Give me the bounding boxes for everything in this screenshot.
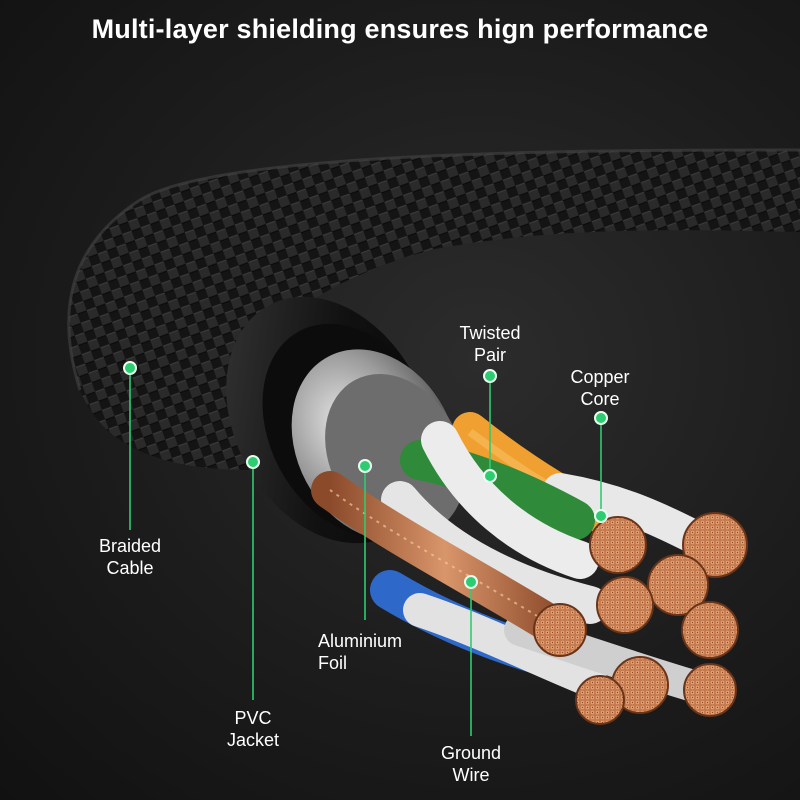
callout-dots	[123, 361, 608, 589]
label-braided-cable-line2: Cable	[106, 558, 154, 578]
label-aluminium-foil-line2: Foil	[318, 653, 348, 673]
label-copper-core-line1: Copper	[570, 367, 630, 387]
label-ground-wire-line1: Ground	[440, 743, 502, 763]
copper-cores	[533, 512, 748, 725]
label-twisted-pair: Twisted Pair	[440, 322, 540, 366]
label-aluminium-foil-line1: Aluminium	[318, 631, 403, 651]
label-pvc-jacket-line1: PVC	[234, 708, 272, 728]
label-copper-core: Copper Core	[550, 366, 650, 410]
label-twisted-pair-line2: Pair	[473, 345, 506, 365]
label-braided-cable-line1: Braided	[98, 536, 162, 556]
callout-lines	[129, 368, 602, 736]
label-twisted-pair-line1: Twisted	[459, 323, 521, 343]
label-braided-cable: Braided Cable	[80, 535, 180, 579]
page-title: Multi-layer shielding ensures hign perfo…	[91, 14, 709, 44]
label-ground-wire: Ground Wire	[421, 742, 521, 786]
label-copper-core-line2: Core	[580, 389, 620, 409]
label-pvc-jacket: PVC Jacket	[203, 707, 303, 751]
label-pvc-jacket-line2: Jacket	[226, 730, 280, 750]
label-ground-wire-line2: Wire	[452, 765, 490, 785]
label-aluminium-foil: Aluminium Foil	[318, 630, 438, 674]
